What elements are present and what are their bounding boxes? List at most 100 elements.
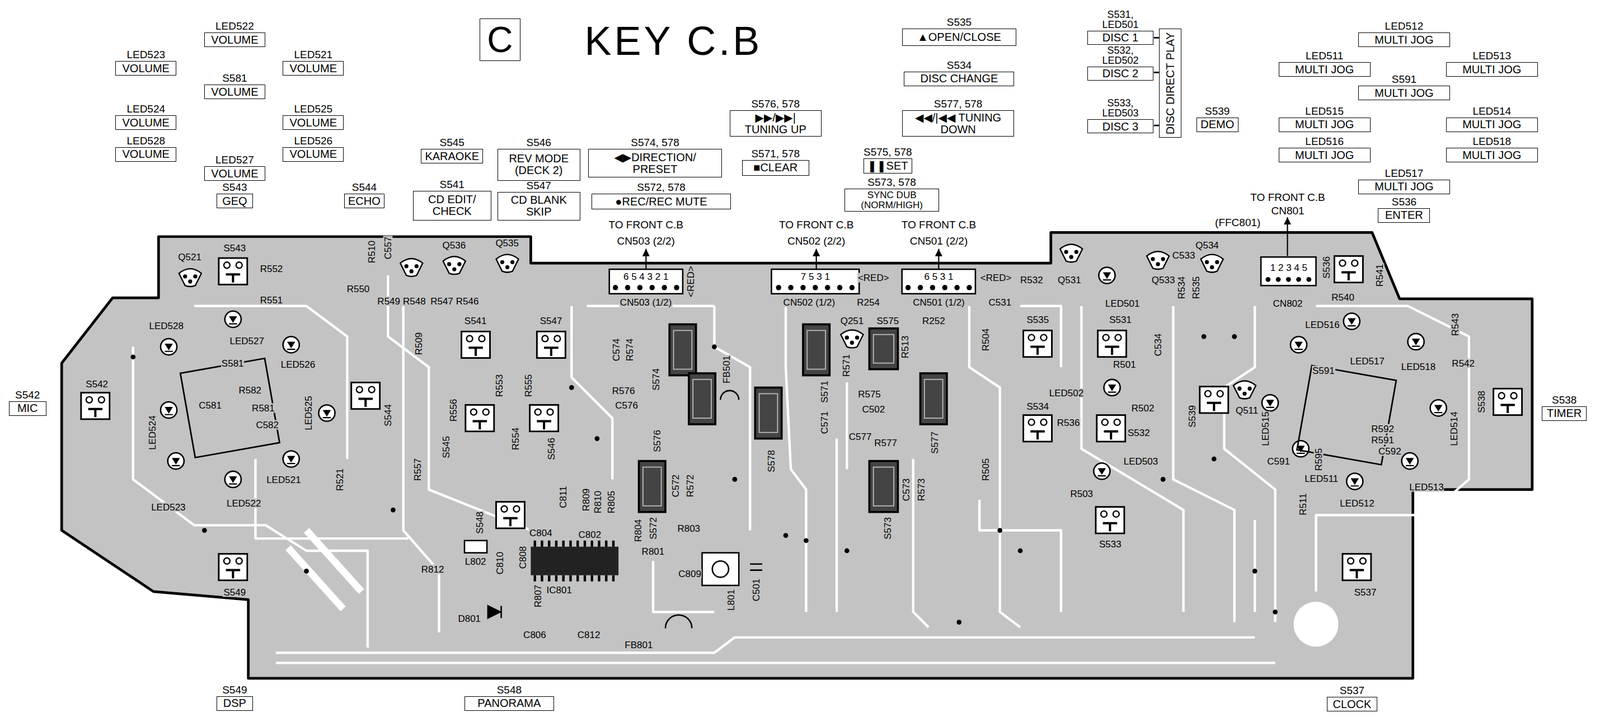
key-label: S533, LED503DISC 3 bbox=[1087, 97, 1154, 134]
key-box: VOLUME bbox=[204, 166, 266, 181]
switch-ref: S538 bbox=[1551, 394, 1577, 406]
ic-chip bbox=[535, 540, 614, 582]
key-label: LED527VOLUME bbox=[204, 154, 266, 181]
board-stripe bbox=[288, 530, 362, 609]
key-box: C bbox=[479, 18, 521, 62]
led-symbol bbox=[1292, 440, 1309, 457]
switch-ref: S532, LED502 bbox=[1098, 45, 1142, 66]
key-box: MULTI JOG bbox=[1278, 62, 1371, 77]
part-label: R521 bbox=[335, 467, 345, 492]
part-label: R595 bbox=[1313, 447, 1323, 472]
key-label: S538TIMER bbox=[1541, 394, 1587, 421]
board-outline bbox=[61, 232, 1533, 678]
large-switch bbox=[803, 324, 830, 375]
part-label: C592 bbox=[1377, 446, 1402, 456]
key-label: LED525VOLUME bbox=[282, 103, 344, 130]
part-label: LED518 bbox=[1400, 361, 1437, 372]
leader-arrow bbox=[645, 249, 647, 270]
part-label: S574 bbox=[651, 367, 661, 392]
connector-note: CN503 (2/2) bbox=[616, 235, 676, 247]
via-dot bbox=[390, 507, 396, 513]
transistor-symbol bbox=[179, 244, 1256, 399]
switch-ref: S545 bbox=[439, 137, 465, 148]
key-box: VOLUME bbox=[282, 115, 344, 130]
key-text: DEMO bbox=[1200, 118, 1234, 131]
part-label: S535 bbox=[1025, 314, 1050, 325]
key-text: MULTI JOG bbox=[1374, 87, 1434, 100]
key-text: ■CLEAR bbox=[753, 161, 798, 174]
switch-ref: LED527 bbox=[215, 154, 255, 166]
led-symbol bbox=[224, 311, 242, 328]
part-label: LED527 bbox=[229, 335, 265, 346]
key-box: KARAOKE bbox=[420, 148, 483, 164]
switch-ref: S534 bbox=[946, 59, 972, 71]
key-label: LED516MULTI JOG bbox=[1278, 135, 1371, 163]
key-text: CD EDIT/ CHECK bbox=[421, 193, 483, 218]
key-box: ▶▶/▶▶| TUNING UP bbox=[729, 110, 822, 137]
part-label: LED513 bbox=[1408, 481, 1444, 492]
part-label: S547 bbox=[539, 315, 563, 326]
connector-pad bbox=[625, 284, 631, 290]
connector-pad bbox=[942, 284, 948, 290]
key-label: LED528VOLUME bbox=[115, 135, 177, 162]
key-label: S531, LED501DISC 1 bbox=[1087, 9, 1154, 45]
connector-pad bbox=[917, 284, 923, 290]
part-label: R254 bbox=[856, 297, 881, 307]
key-text: VOLUME bbox=[122, 62, 170, 75]
copper-trace bbox=[714, 306, 750, 531]
key-label: S573, 578SYNC DUB (NORM/HIGH) bbox=[844, 176, 940, 212]
part-label: S543 bbox=[223, 243, 247, 253]
key-box: ◀◀/|◀◀ TUNING DOWN bbox=[902, 110, 1015, 137]
transistor-symbol bbox=[1146, 251, 1170, 270]
switch-inner bbox=[806, 330, 826, 369]
key-text: ECHO bbox=[348, 195, 381, 208]
part-label: Q521 bbox=[177, 252, 203, 262]
connector-note: TO FRONT C.B bbox=[607, 219, 684, 231]
key-text: MULTI JOG bbox=[1294, 63, 1354, 76]
copper-trace bbox=[275, 637, 1255, 653]
part-label: R535 bbox=[1190, 275, 1201, 300]
via-dot bbox=[130, 354, 136, 360]
part-label: L802 bbox=[464, 556, 487, 566]
key-text: C bbox=[486, 21, 513, 58]
via-dot bbox=[844, 548, 850, 554]
via-dot bbox=[997, 527, 1003, 533]
key-text: MULTI JOG bbox=[1462, 63, 1522, 76]
part-label: 6 5 3 1 bbox=[923, 271, 954, 282]
ic-chip bbox=[530, 546, 619, 576]
switch-ref: S576, 578 bbox=[751, 98, 800, 110]
led-symbol bbox=[160, 266, 1447, 490]
key-box: VOLUME bbox=[204, 84, 266, 100]
tact-switch bbox=[81, 392, 110, 420]
led-symbol bbox=[1343, 312, 1360, 330]
key-box: GEQ bbox=[216, 193, 254, 209]
part-label: S536 bbox=[1321, 255, 1332, 280]
via-dot bbox=[1160, 476, 1166, 482]
key-label: S541CD EDIT/ CHECK bbox=[413, 179, 492, 221]
part-label: CN503 (1/2) bbox=[619, 297, 673, 307]
part-label: R557 bbox=[412, 457, 422, 482]
part-label: C802 bbox=[578, 529, 603, 540]
connector bbox=[609, 269, 683, 294]
part-label: S537 bbox=[1353, 587, 1378, 597]
key-box: PANORAMA bbox=[464, 696, 555, 711]
led-symbol bbox=[1290, 336, 1307, 353]
tact-switch bbox=[81, 255, 1523, 580]
part-label: 7 5 3 1 bbox=[800, 271, 831, 282]
part-label: S572 bbox=[648, 517, 658, 541]
switch-ref: S533, LED503 bbox=[1098, 97, 1142, 119]
switch-ref: LED511 bbox=[1305, 50, 1344, 62]
key-box: CD BLANK SKIP bbox=[497, 191, 581, 221]
part-label: LED526 bbox=[280, 359, 316, 369]
part-label: S591 bbox=[1311, 365, 1336, 375]
part-label: Q531 bbox=[1057, 274, 1082, 285]
via-dot bbox=[130, 334, 1278, 625]
copper-trace bbox=[194, 306, 347, 459]
part-label: 6 5 4 3 2 1 bbox=[622, 271, 669, 282]
part-label: S538 bbox=[1476, 390, 1487, 415]
key-text: VOLUME bbox=[289, 148, 337, 161]
bracket-box: DISC DIRECT PLAY bbox=[1159, 28, 1182, 138]
part-label: R581 bbox=[251, 403, 276, 414]
key-text: TIMER bbox=[1546, 407, 1582, 420]
key-label: LED511MULTI JOG bbox=[1278, 50, 1371, 77]
